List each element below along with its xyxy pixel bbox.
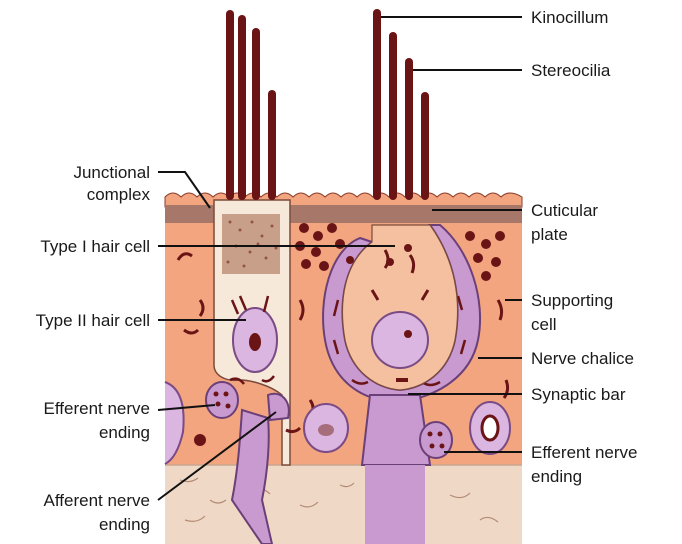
label-efferent-left-2: ending (99, 423, 150, 442)
label-afferent-2: ending (99, 515, 150, 534)
efferent-ending-left (206, 382, 238, 418)
label-type-ii-hair-cell: Type II hair cell (36, 311, 150, 330)
label-cuticular-plate-2: plate (531, 225, 568, 244)
type-i-cilia-bundle (373, 9, 429, 200)
label-kinocilium: Kinocillum (531, 8, 608, 27)
label-nerve-chalice: Nerve chalice (531, 349, 634, 368)
label-supporting-cell-2: cell (531, 315, 557, 334)
label-efferent-right-2: ending (531, 467, 582, 486)
label-junctional-complex-1: Junctional (73, 163, 150, 182)
label-efferent-left-1: Efferent nerve (44, 399, 150, 418)
label-type-i-hair-cell: Type I hair cell (40, 237, 150, 256)
type-ii-cilia-bundle (226, 10, 276, 200)
label-stereocilia: Stereocilia (531, 61, 611, 80)
label-afferent-1: Afferent nerve (44, 491, 150, 510)
label-junctional-complex-2: complex (87, 185, 151, 204)
connective-tissue-layer (165, 465, 522, 544)
label-cuticular-plate-1: Cuticular (531, 201, 598, 220)
label-supporting-cell-1: Supporting (531, 291, 613, 310)
label-efferent-right-1: Efferent nerve (531, 443, 637, 462)
label-synaptic-bar: Synaptic bar (531, 385, 626, 404)
